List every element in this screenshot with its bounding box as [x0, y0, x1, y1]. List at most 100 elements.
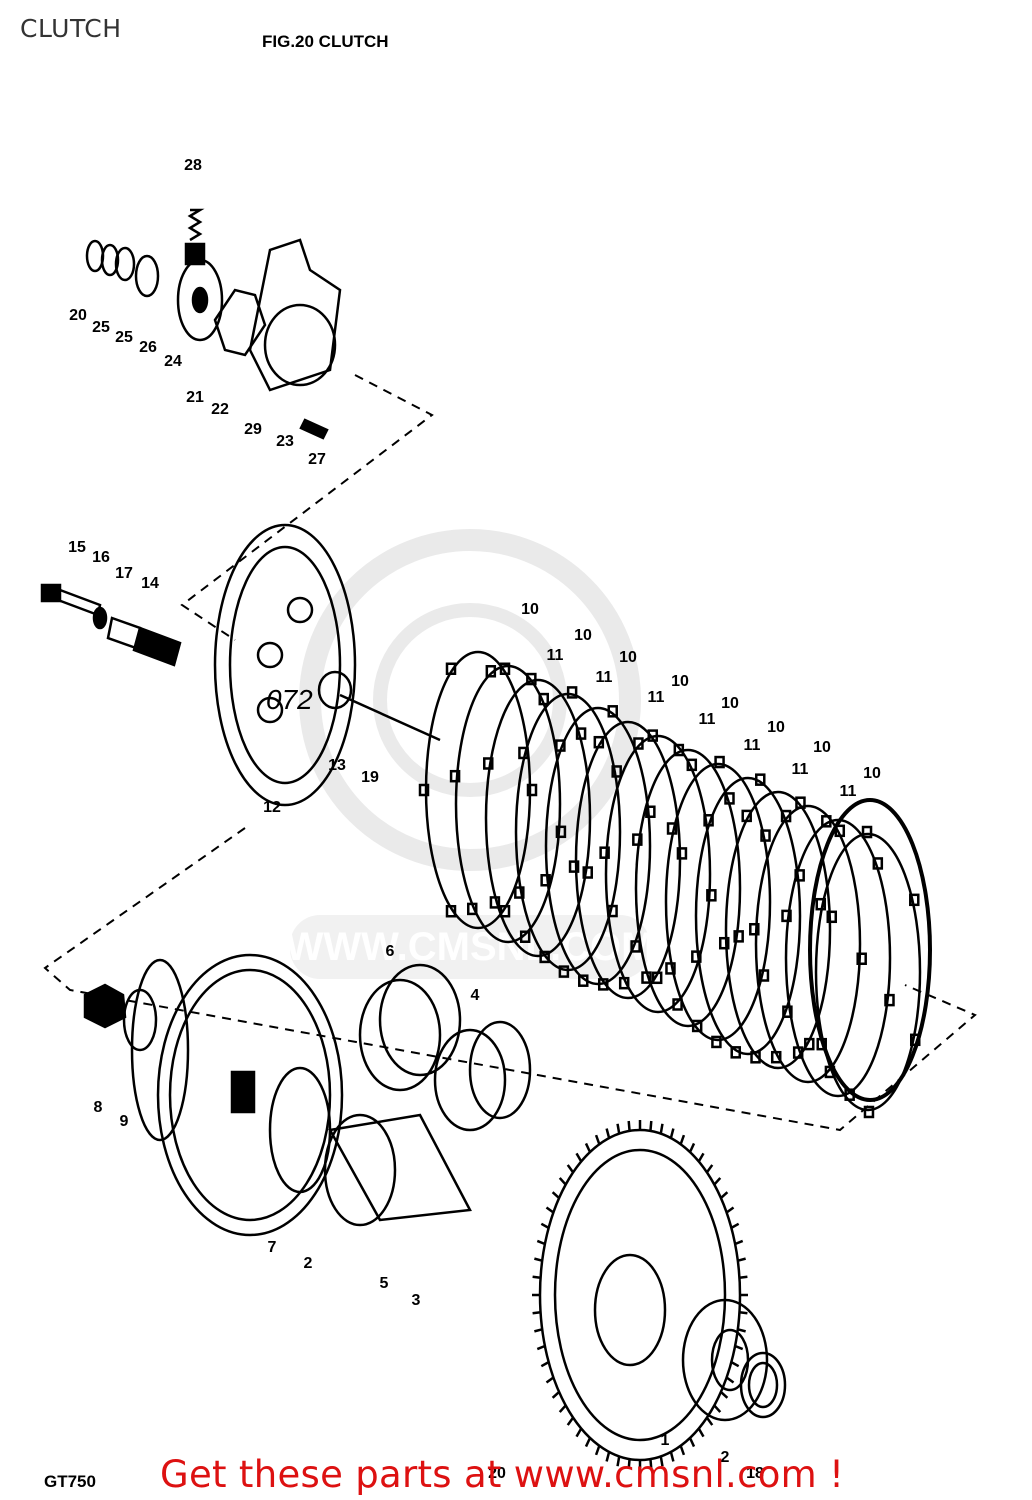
part-label: 11	[648, 689, 665, 706]
part-label: 2	[304, 1255, 313, 1272]
gear-tooth	[720, 1191, 729, 1199]
watermark-text: WWW.CMSNL.COM	[286, 925, 655, 969]
gear-tooth	[720, 1391, 729, 1399]
gear-tooth	[540, 1222, 550, 1229]
plate-tab	[611, 765, 622, 778]
gear-tooth	[594, 1445, 601, 1456]
part-label: 11	[840, 783, 857, 800]
part-label: 11	[699, 711, 716, 728]
plain-plate	[754, 804, 862, 1084]
plate-tab	[449, 769, 461, 783]
friction-plate	[484, 678, 592, 958]
gear-tooth	[536, 1239, 546, 1246]
plate-tab	[499, 662, 511, 676]
gear-tooth	[669, 1451, 675, 1462]
plate-tab	[909, 893, 920, 907]
part-label: 10	[671, 673, 689, 690]
plate-tab	[483, 757, 494, 770]
gear-tooth	[730, 1361, 740, 1368]
gear-tooth	[536, 1344, 546, 1351]
part-label: 4	[471, 987, 480, 1004]
gear-tooth	[739, 1311, 748, 1315]
friction-plate	[604, 734, 712, 1014]
plate-tab	[555, 825, 567, 839]
gear-tooth	[688, 1142, 696, 1153]
plate-tab	[445, 662, 457, 676]
plate-tab	[526, 672, 537, 686]
plate-tab	[741, 809, 752, 823]
plate-tab	[485, 665, 497, 678]
cta-link[interactable]: Get these parts at www.cmsnl.com !	[160, 1453, 845, 1496]
gear-tooth	[575, 1427, 583, 1438]
plate-tab	[633, 737, 644, 750]
part-label: 13	[328, 757, 346, 774]
gear-tooth	[534, 1257, 543, 1262]
plate-tab	[499, 904, 511, 918]
part-label: 12	[263, 799, 281, 816]
plate-tab	[861, 825, 873, 839]
plate-tab	[856, 952, 867, 966]
gear-tooth	[627, 1120, 631, 1132]
part-label: 5	[380, 1275, 389, 1292]
gear-tooth	[551, 1191, 560, 1199]
gear-tooth	[605, 1451, 611, 1462]
part-label: 22	[211, 401, 229, 418]
plate-tab	[618, 976, 630, 990]
plate-tab	[666, 822, 678, 835]
plate-tab	[815, 897, 827, 911]
gear-tooth	[594, 1134, 601, 1145]
plain-plate	[694, 776, 802, 1056]
gear-tooth	[649, 1120, 653, 1132]
plate-tab	[749, 922, 760, 936]
part-label: 19	[361, 769, 379, 786]
gear-tooth	[730, 1222, 740, 1229]
part-label: 20	[488, 1465, 506, 1482]
plate-tab	[884, 993, 895, 1007]
diagram-number: 072	[266, 684, 313, 715]
gear-tooth	[534, 1328, 543, 1333]
part-label: 10	[721, 695, 739, 712]
gear-tooth	[725, 1206, 735, 1214]
plate-tab	[872, 857, 884, 870]
friction-plate	[724, 790, 832, 1070]
gear-tooth	[679, 1445, 686, 1456]
gear-tooth	[616, 1123, 621, 1134]
part-label: 7	[268, 1239, 277, 1256]
part-label: 21	[186, 389, 204, 406]
plate-tab	[782, 1005, 793, 1018]
plate-tab	[724, 792, 735, 805]
part-number-labels: 2820252526242122292327151617141319121011…	[68, 157, 881, 1482]
plate-tab	[686, 758, 698, 772]
gear-tooth	[705, 1416, 714, 1426]
plate-tab	[760, 829, 771, 842]
plate-tab	[555, 739, 566, 752]
plate-tab	[718, 936, 730, 950]
gear-tooth	[532, 1311, 541, 1315]
end-ring	[808, 798, 932, 1102]
plate-tab	[780, 809, 792, 823]
clutch-plate-stack	[418, 650, 932, 1119]
gear-tooth	[713, 1404, 722, 1413]
plate-tab	[733, 930, 744, 943]
clutch-hub-housing	[83, 953, 787, 1470]
plate-tab	[706, 889, 717, 902]
gear-tooth	[616, 1456, 621, 1467]
part-label: 16	[92, 549, 110, 566]
plate-tab	[558, 965, 570, 978]
part-label: 8	[94, 1099, 103, 1116]
plate-tab	[445, 904, 457, 918]
plate-tab	[714, 755, 725, 769]
plate-tab	[673, 743, 685, 757]
plate-tab	[578, 974, 589, 987]
plain-plate	[634, 748, 742, 1028]
gear-tooth	[737, 1257, 746, 1262]
pressure-plate	[40, 523, 441, 807]
gear-tooth	[725, 1376, 735, 1384]
friction-plate	[424, 650, 532, 930]
part-label: 11	[792, 761, 809, 778]
plate-tab	[566, 686, 578, 699]
plain-plate	[574, 720, 682, 1000]
part-label: 20	[69, 307, 87, 324]
plate-tab	[750, 1051, 761, 1064]
